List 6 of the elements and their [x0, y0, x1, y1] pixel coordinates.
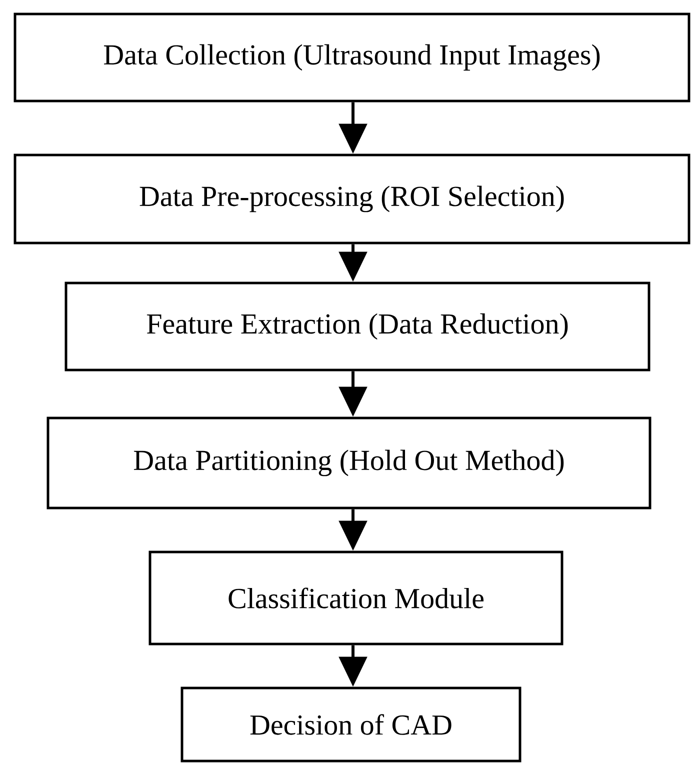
process-box: Classification Module [148, 550, 564, 646]
process-box: Feature Extraction (Data Reduction) [64, 282, 650, 372]
process-box: Data Pre-processing (ROI Selection) [14, 154, 690, 244]
process-box: Data Partitioning (Hold Out Method) [46, 416, 652, 510]
process-box: Decision of CAD [180, 686, 522, 762]
process-box: Data Collection (Ultrasound Input Images) [14, 12, 690, 102]
